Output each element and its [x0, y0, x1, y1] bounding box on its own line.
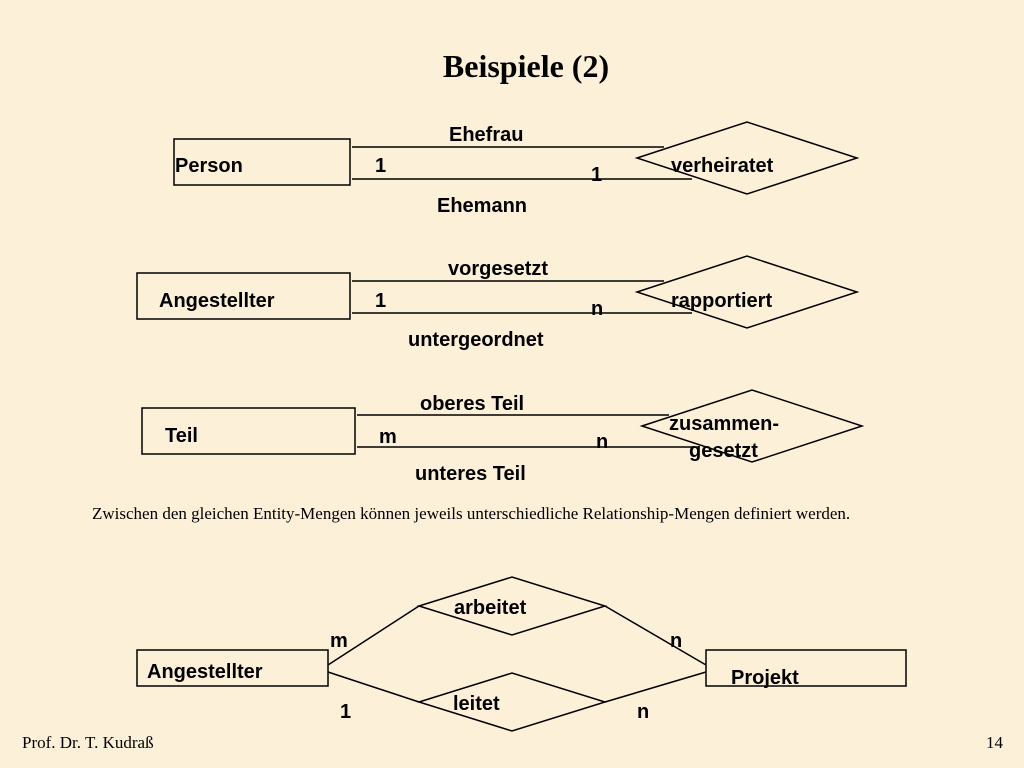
entity-person-label: Person: [175, 155, 243, 177]
cardinality-right-1: 1: [591, 164, 603, 186]
role-vorgesetzt-label: vorgesetzt: [448, 258, 549, 280]
entity-projekt-label: Projekt: [731, 667, 799, 689]
cardinality-right-3: n: [596, 431, 609, 453]
footer-page-number: 14: [986, 733, 1003, 752]
relationship-verheiratet-label: verheiratet: [671, 155, 774, 177]
link-arbeitet-projekt: [604, 605, 707, 666]
entity-angestellter-box: [136, 272, 351, 320]
entity-teil-box: [141, 407, 356, 455]
cardinality-top-left-4: m: [330, 630, 348, 652]
relationship-rapportiert-diamond: [634, 255, 860, 329]
cardinality-left-3: m: [379, 426, 397, 448]
link-angestellter-leitet: [327, 671, 420, 703]
relationship-arbeitet-label: arbeitet: [454, 597, 527, 619]
relationship-zusammengesetzt-label-line1: zusammen-: [669, 413, 780, 435]
cardinality-top-right-4: n: [670, 630, 683, 652]
slide-title: Beispiele (2): [442, 48, 610, 84]
cardinality-left-2: 1: [375, 290, 387, 312]
cardinality-bottom-right-4: n: [637, 701, 650, 723]
role-untergeordnet-label: untergeordnet: [408, 329, 544, 351]
footer-author: Prof. Dr. T. Kudraß: [22, 733, 154, 752]
role-oberes-teil-label: oberes Teil: [420, 393, 525, 415]
role-unteres-teil-label: unteres Teil: [415, 463, 526, 485]
entity-angestellter-label-2: Angestellter: [147, 661, 263, 683]
entity-angestellter-box-2: [136, 649, 329, 687]
cardinality-left-1: 1: [375, 155, 387, 177]
relationship-verheiratet-diamond: [634, 121, 860, 195]
relationship-leitet-label: leitet: [453, 693, 500, 715]
caption-text: Zwischen den gleichen Entity-Mengen könn…: [92, 504, 851, 523]
relationship-leitet-diamond: [416, 672, 608, 732]
role-ehemann-label: Ehemann: [437, 195, 528, 217]
cardinality-bottom-left-4: 1: [340, 701, 352, 723]
link-angestellter-arbeitet: [327, 605, 420, 666]
role-ehefrau-label: Ehefrau: [449, 124, 524, 146]
entity-projekt-box: [705, 649, 907, 687]
cardinality-right-2: n: [591, 298, 604, 320]
relationship-rapportiert-label: rapportiert: [671, 290, 773, 312]
entity-person-box: [173, 138, 351, 186]
link-leitet-projekt: [604, 671, 707, 703]
relationship-zusammengesetzt-diamond: [639, 389, 865, 463]
relationship-zusammengesetzt-label-line2: gesetzt: [689, 440, 758, 462]
entity-teil-label: Teil: [165, 425, 198, 447]
entity-angestellter-label: Angestellter: [159, 290, 275, 312]
